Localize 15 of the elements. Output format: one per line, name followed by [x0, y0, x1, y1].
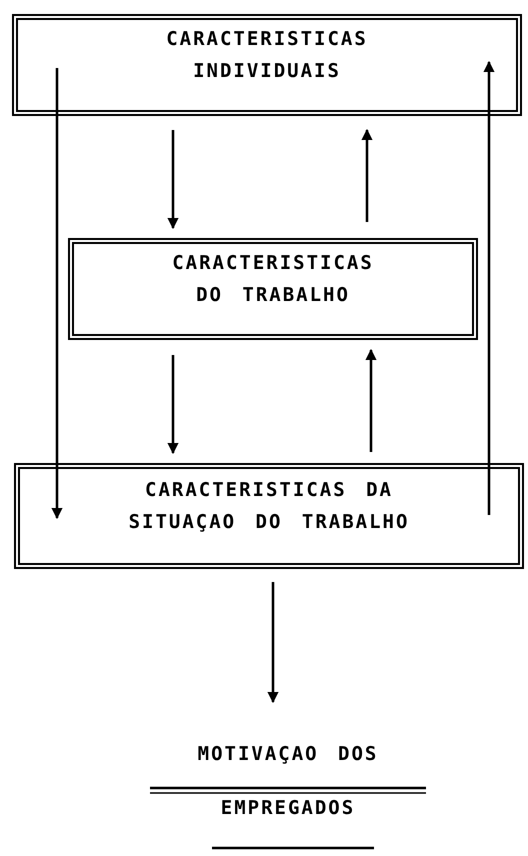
box-label: CARACTERISTICAS DO TRABALHO — [171, 251, 375, 308]
arrow — [167, 355, 179, 454]
arrow — [483, 60, 495, 515]
arrow — [365, 348, 377, 452]
process-box — [14, 463, 524, 569]
box-label: CARACTERISTICAS DA SITUAÇAO DO TRABALHO — [128, 478, 410, 535]
process-box — [68, 238, 478, 340]
process-box — [12, 14, 522, 116]
arrow — [361, 128, 373, 222]
outcome-label: MOTIVAÇAO DOS — [198, 742, 378, 767]
arrow — [267, 582, 279, 704]
box-label: CARACTERISTICAS INDIVIDUAIS — [165, 27, 369, 84]
outcome-label: EMPREGADOS — [220, 796, 356, 821]
arrow — [167, 130, 179, 230]
arrow — [51, 68, 63, 520]
